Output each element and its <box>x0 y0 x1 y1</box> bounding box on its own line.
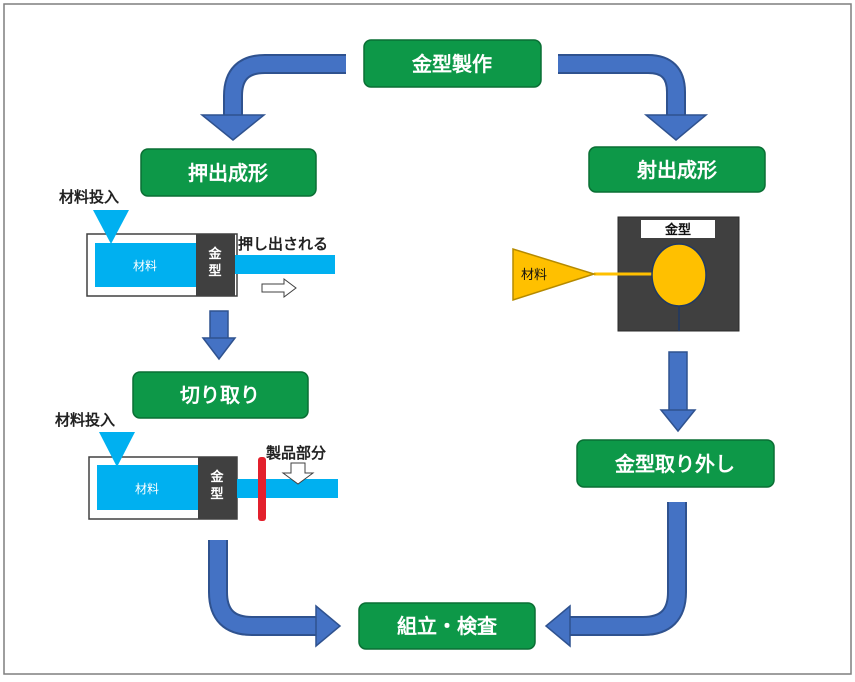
extrusion-feed-label: 材料投入 <box>59 188 119 206</box>
extrusion-mold <box>196 234 235 296</box>
arrow-mold-to-injection <box>558 54 709 141</box>
extruded-strip <box>235 255 335 274</box>
cutting-product-label: 製品部分 <box>265 444 326 462</box>
step-cutting-label: 切り取り <box>180 383 260 407</box>
cut-strip <box>237 479 338 498</box>
step-mold-making-label: 金型製作 <box>411 52 492 76</box>
product-down-arrow <box>281 462 315 485</box>
arrow-removal-to-assembly <box>544 502 687 648</box>
injection-mold-header <box>641 220 715 238</box>
step-mold-making: 金型製作 <box>363 39 542 88</box>
cutting-illustration: 材料投入 材料 金型 製品部分 <box>55 411 338 521</box>
arrow-cutting-to-assembly <box>208 540 342 648</box>
cutting-mold-label: 金型 <box>209 469 224 502</box>
step-assembly: 組立・検査 <box>358 602 536 650</box>
step-mold-removal: 金型取り外し <box>576 439 775 488</box>
cutting-mold <box>198 457 237 519</box>
injection-mold-label: 金型 <box>664 222 691 238</box>
step-extrusion: 押出成形 <box>140 148 317 197</box>
extrusion-feed-hopper <box>93 210 129 244</box>
arrow-injection-to-removal <box>659 351 697 433</box>
arrow-mold-to-extrusion <box>199 54 346 141</box>
injection-illustration: 金型 材料 <box>512 216 740 332</box>
extrusion-mold-label: 金型 <box>207 246 222 279</box>
extrusion-material <box>95 243 196 287</box>
injection-material-label: 材料 <box>521 268 547 283</box>
arrow-extrusion-to-cutting <box>201 310 237 361</box>
extrusion-output-label: 押し出される <box>238 235 328 253</box>
extrusion-material-label: 材料 <box>133 259 157 273</box>
cutter-blade <box>258 457 266 521</box>
cutting-feed-label: 材料投入 <box>55 411 115 429</box>
step-injection: 射出成形 <box>588 146 766 193</box>
step-assembly-label: 組立・検査 <box>397 614 497 638</box>
step-mold-removal-label: 金型取り外し <box>614 452 735 476</box>
diagram-frame <box>3 3 852 675</box>
step-extrusion-label: 押出成形 <box>188 161 268 185</box>
step-cutting: 切り取り <box>132 371 309 419</box>
cutting-material <box>97 465 198 510</box>
injection-nozzle <box>512 247 597 302</box>
mold-cavity <box>651 243 707 307</box>
cutting-material-label: 材料 <box>135 482 159 496</box>
cutting-feed-hopper <box>99 432 135 467</box>
extrusion-direction-arrow <box>261 278 297 298</box>
step-injection-label: 射出成形 <box>636 158 717 182</box>
extrusion-illustration: 材料投入 材料 金型 押し出される <box>59 188 335 298</box>
